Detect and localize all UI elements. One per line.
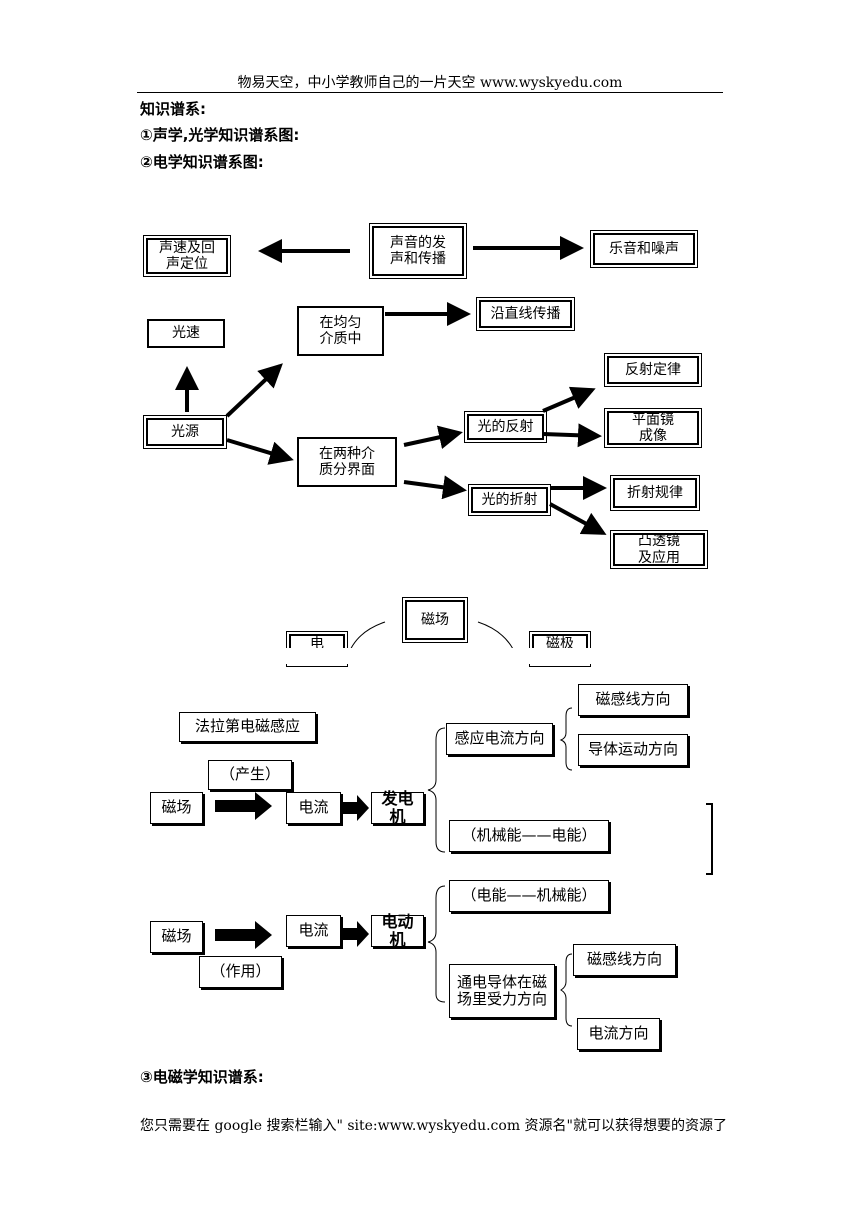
edge-bracket — [706, 803, 713, 875]
arrow-to-reflection — [403, 425, 463, 449]
box-straight-line: 沿直线传播 — [476, 297, 575, 331]
header-divider — [137, 92, 723, 93]
box-mech-to-elec: （机械能——电能） — [449, 820, 609, 852]
box-refraction-law: 折射规律 — [610, 475, 700, 511]
arrow-current-to-motor — [343, 921, 369, 947]
box-two-media-interface: 在两种介 质分界面 — [297, 437, 397, 487]
arrow-current-to-generator — [343, 795, 369, 821]
box-faraday: 法拉第电磁感应 — [179, 712, 316, 742]
box-current-direction: 电流方向 — [577, 1018, 660, 1050]
brace-induced-direction — [559, 707, 573, 771]
box-action: （作用） — [199, 956, 282, 988]
box-conductor-motion-direction: 导体运动方向 — [578, 734, 688, 766]
box-magnetic-field: 磁场 — [402, 597, 468, 643]
box-uniform-medium: 在均匀 介质中 — [297, 306, 384, 356]
box-sound-speed-echo: 声速及回 声定位 — [143, 235, 231, 277]
arrow-to-uniform-medium — [225, 363, 283, 418]
box-field-motor: 磁场 — [150, 921, 203, 953]
box-generator: 发电机 — [371, 789, 424, 826]
box-produce: （产生） — [208, 760, 292, 790]
page-header: 物易天空，中小学教师自己的一片天空 www.wyskyedu.com — [237, 75, 623, 91]
box-reflection: 光的反射 — [464, 411, 547, 443]
box-induced-current-direction: 感应电流方向 — [446, 723, 553, 755]
brace-generator — [427, 727, 446, 853]
box-field-line-direction-1: 磁感线方向 — [578, 684, 688, 716]
brace-force-direction — [560, 953, 573, 1027]
arrow-to-reflection-law — [542, 386, 596, 413]
arrow-to-refraction — [403, 475, 467, 500]
section-title: 知识谱系: — [140, 100, 206, 118]
arrow-field-to-current-1 — [215, 792, 272, 820]
box-music-noise: 乐音和噪声 — [590, 230, 698, 268]
box-current-generator: 电流 — [286, 792, 341, 824]
box-sound-production: 声音的发 声和传播 — [369, 223, 467, 279]
arrow-field-to-current-2 — [215, 921, 272, 949]
crop-mask — [0, 648, 860, 664]
box-reflection-law: 反射定律 — [604, 353, 702, 387]
box-light-source: 光源 — [143, 415, 227, 449]
heading-electromagnetism: ③电磁学知识谱系: — [140, 1068, 264, 1086]
box-plane-mirror: 平面镜 成像 — [604, 408, 702, 448]
arrow-to-interface — [226, 438, 294, 465]
arrow-to-plane-mirror — [542, 423, 602, 448]
box-light-speed: 光速 — [147, 319, 225, 348]
brace-motor — [427, 885, 446, 1003]
box-refraction: 光的折射 — [468, 484, 551, 516]
arrow-to-convex-lens — [549, 502, 607, 535]
box-motor: 电动机 — [371, 912, 424, 949]
box-elec-to-mech: （电能——机械能） — [449, 880, 609, 912]
heading-electricity: ②电学知识谱系图: — [140, 153, 264, 171]
box-field-generator: 磁场 — [150, 792, 203, 824]
box-field-line-direction-2: 磁感线方向 — [573, 944, 676, 976]
box-convex-lens: 凸透镜 及应用 — [610, 530, 708, 569]
page-footer: 您只需要在 google 搜索栏输入" site:www.wyskyedu.co… — [140, 1118, 727, 1134]
box-force-direction: 通电导体在磁 场里受力方向 — [449, 964, 555, 1018]
box-current-motor: 电流 — [286, 915, 341, 947]
heading-acoustics-optics: ①声学,光学知识谱系图: — [140, 126, 300, 144]
